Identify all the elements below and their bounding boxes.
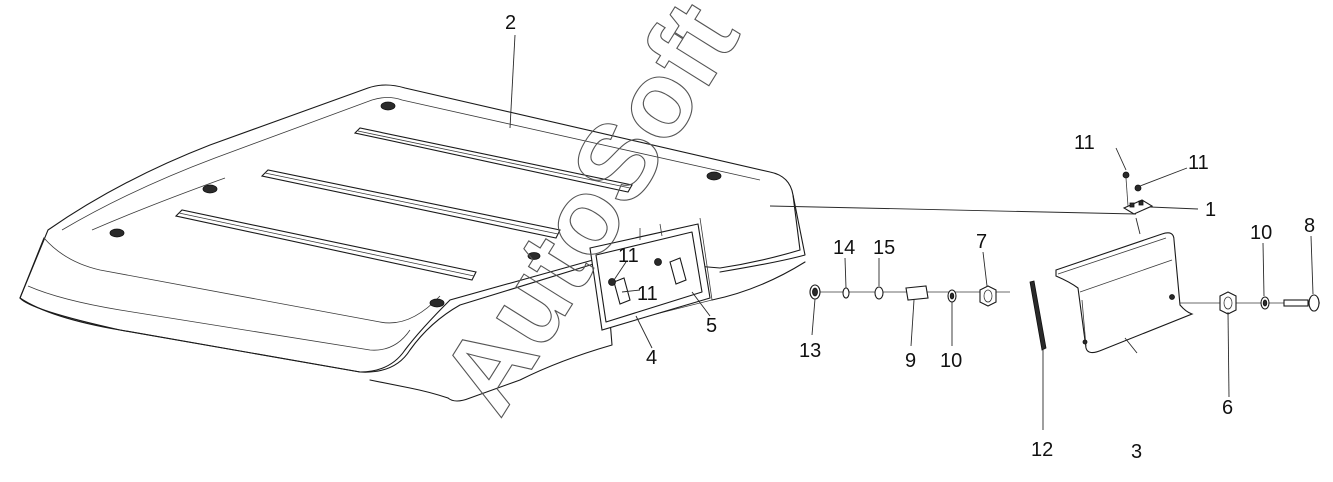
callout-4: 4 — [646, 347, 657, 369]
callout-6: 6 — [1222, 397, 1233, 419]
callout-11-hatch-top: 11 — [618, 245, 639, 267]
gasket-strip — [1029, 280, 1047, 351]
callout-3: 3 — [1131, 441, 1142, 463]
callout-13: 13 — [799, 340, 821, 362]
leader-lines — [509, 34, 1314, 430]
callout-12: 12 — [1031, 439, 1053, 461]
callout-2: 2 — [505, 12, 516, 34]
callout-7: 7 — [976, 231, 987, 253]
callout-11-hatch-bottom: 11 — [637, 283, 658, 305]
callout-11-top-left: 11 — [1074, 132, 1095, 154]
callout-8: 8 — [1304, 215, 1315, 237]
callout-5: 5 — [706, 315, 717, 337]
callout-1: 1 — [1205, 199, 1216, 221]
callout-11-top-right: 11 — [1188, 152, 1209, 174]
callout-15: 15 — [873, 237, 895, 259]
fastener-chain-right — [1180, 291, 1320, 315]
callout-9: 9 — [905, 350, 916, 372]
fastener-chain-left — [809, 284, 1010, 307]
bracket-part — [1122, 171, 1154, 215]
callout-labels: 2 1 11 11 10 8 7 14 15 13 9 10 12 3 6 4 … — [505, 12, 1315, 463]
hatch-assembly — [589, 223, 711, 331]
callout-10-left: 10 — [940, 350, 962, 372]
cover-plate — [1055, 232, 1194, 354]
roof-panel — [19, 84, 806, 402]
callout-14: 14 — [833, 237, 855, 259]
callout-10-right: 10 — [1250, 222, 1272, 244]
